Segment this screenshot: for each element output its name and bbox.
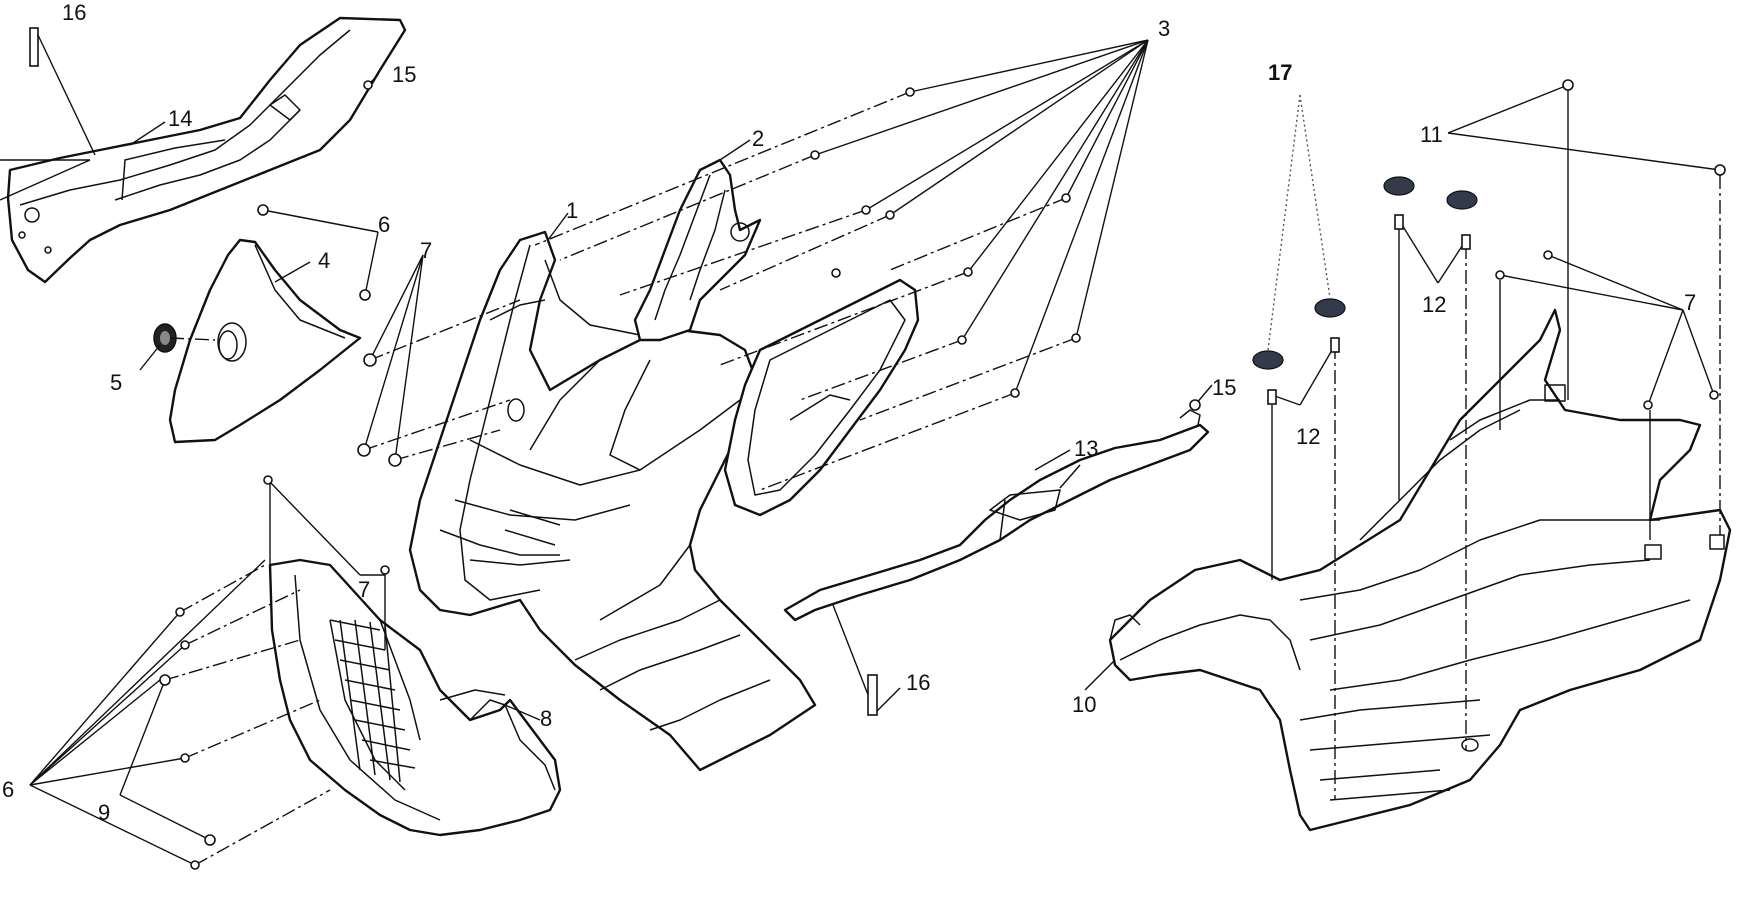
callout-12-left: 12 xyxy=(1296,424,1320,449)
callout-4: 4 xyxy=(318,248,330,273)
callout-6-lower: 6 xyxy=(2,777,14,802)
part-1-front-shield xyxy=(408,230,817,772)
callout-7-right: 7 xyxy=(1684,290,1696,315)
callout-13: 13 xyxy=(1074,436,1098,461)
callout-6-upper: 6 xyxy=(378,212,390,237)
part-4-panel xyxy=(168,238,362,444)
pin-16-top xyxy=(29,27,39,67)
callout-15-right: 15 xyxy=(1212,375,1236,400)
part-13-side-strip xyxy=(783,409,1210,622)
callout-11: 11 xyxy=(1420,122,1443,147)
callout-7-lower: 7 xyxy=(358,577,370,602)
callout-9: 9 xyxy=(98,800,110,825)
fasteners xyxy=(29,27,1726,870)
leader-lines xyxy=(0,34,1721,866)
callout-8: 8 xyxy=(540,706,552,731)
part-17-grommets xyxy=(1252,176,1478,370)
callout-16-bottom: 16 xyxy=(906,670,930,695)
part-2-lamp-housing xyxy=(723,278,920,517)
callout-5: 5 xyxy=(110,370,122,395)
part-14-rear-cover xyxy=(6,16,407,284)
callout-3: 3 xyxy=(1158,16,1170,41)
callout-15-top: 15 xyxy=(392,62,416,87)
callout-10: 10 xyxy=(1072,692,1096,717)
part-8-lower-cover xyxy=(268,558,562,837)
callout-14: 14 xyxy=(168,106,192,131)
callout-12-right: 12 xyxy=(1422,292,1446,317)
callout-17: 17 xyxy=(1268,60,1292,85)
part-10-floorboard xyxy=(1108,308,1732,832)
callout-2: 2 xyxy=(752,126,764,151)
callout-1: 1 xyxy=(566,198,578,223)
part-2-upper-frame xyxy=(633,158,762,342)
callout-7-left: 7 xyxy=(420,238,432,263)
callout-labels: 1 2 3 4 5 6 6 7 7 7 8 9 10 11 12 12 13 1… xyxy=(2,0,1696,825)
pin-16-bottom xyxy=(867,674,878,716)
callout-16-top: 16 xyxy=(62,0,86,25)
